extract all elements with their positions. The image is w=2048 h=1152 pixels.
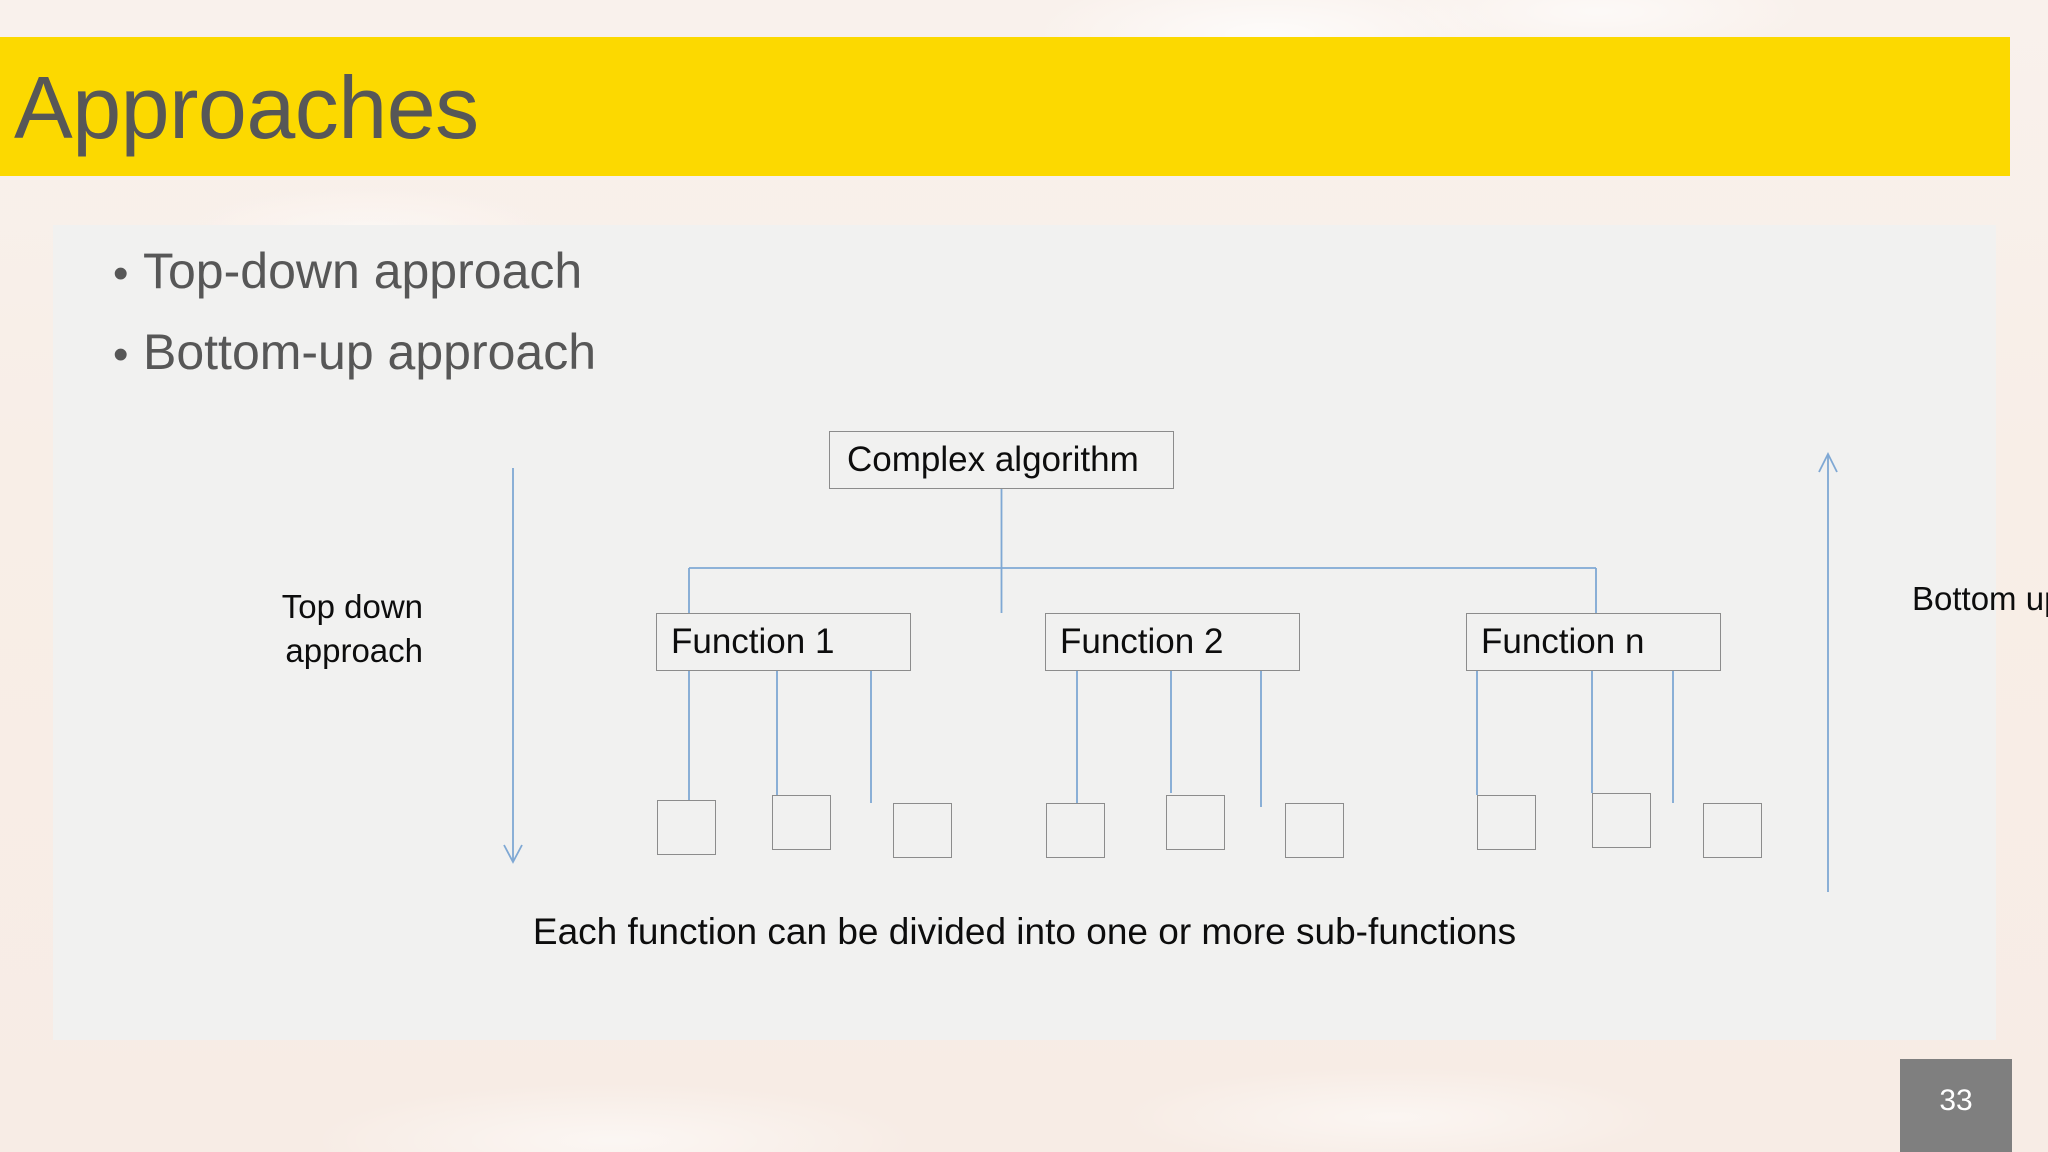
list-item: • Top-down approach bbox=[113, 241, 1013, 302]
diagram-connector-lines bbox=[503, 451, 1838, 892]
bullet-label-top-down: Top-down approach bbox=[143, 243, 583, 299]
hierarchy-diagram: Complex algorithm Function 1 Function 2 … bbox=[53, 225, 2048, 1040]
node-label: Function 2 bbox=[1060, 622, 1224, 661]
node-sub-function bbox=[1285, 803, 1344, 858]
bullet-dot-icon: • bbox=[113, 330, 129, 379]
node-sub-function bbox=[1046, 803, 1105, 858]
node-function-1: Function 1 bbox=[656, 613, 911, 671]
page-number: 33 bbox=[1939, 1084, 1973, 1117]
node-sub-function bbox=[1477, 795, 1536, 850]
title-band bbox=[0, 37, 2010, 176]
node-sub-function bbox=[772, 795, 831, 850]
node-sub-function bbox=[893, 803, 952, 858]
content-panel: • Top-down approach • Bottom-up approach bbox=[53, 225, 2048, 1040]
list-item: • Bottom-up approach bbox=[113, 322, 1013, 383]
node-function-n: Function n bbox=[1466, 613, 1721, 671]
page-title: Approaches bbox=[14, 58, 479, 157]
label-bottom-up-approach: Bottom up approach bbox=[1912, 580, 2048, 617]
node-label: Function n bbox=[1481, 622, 1645, 661]
bottom-up-arrow-icon bbox=[1818, 451, 1838, 892]
node-sub-function bbox=[1592, 793, 1651, 848]
bullet-label-bottom-up: Bottom-up approach bbox=[143, 324, 597, 380]
node-sub-function bbox=[657, 800, 716, 855]
top-down-arrow-icon bbox=[503, 468, 523, 864]
node-label: Complex algorithm bbox=[847, 440, 1139, 479]
node-function-2: Function 2 bbox=[1045, 613, 1300, 671]
bullet-dot-icon: • bbox=[113, 249, 129, 298]
node-sub-function bbox=[1166, 795, 1225, 850]
node-sub-function bbox=[1703, 803, 1762, 858]
label-top-down-approach: Top down approach bbox=[281, 588, 423, 669]
node-label: Function 1 bbox=[671, 622, 835, 661]
bullet-list: • Top-down approach • Bottom-up approach bbox=[113, 241, 1013, 403]
node-complex-algorithm: Complex algorithm bbox=[829, 431, 1174, 489]
diagram-caption: Each function can be divided into one or… bbox=[532, 911, 1517, 952]
page-number-box: 33 bbox=[1900, 1059, 2012, 1152]
